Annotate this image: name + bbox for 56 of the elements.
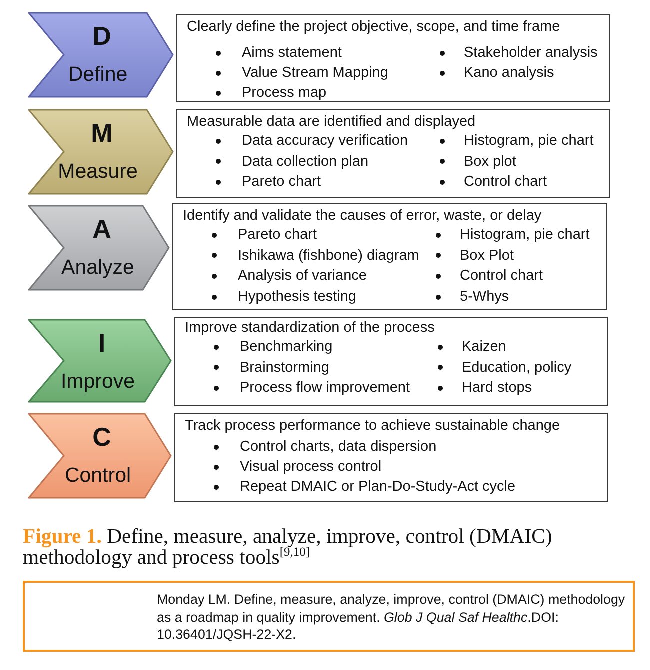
list-item: Kano analysis [464,64,554,83]
list-item: Histogram, pie chart [464,132,594,151]
box-heading: Improve standardization of the process [185,319,435,337]
step-box [174,413,608,502]
list-item: Box plot [464,152,516,172]
step-box [172,203,607,310]
list-item: Process map [242,84,327,103]
phase-chevron [28,109,174,195]
phase-letter: D [92,22,112,51]
phase-letter: I [98,329,106,358]
phase-name: Improve [60,371,136,394]
list-item: Value Stream Mapping [242,64,388,83]
box-heading: Track process performance to achieve sustainable change [185,417,560,435]
list-item: Data collection plan [242,152,369,172]
figure-caption: Figure 1. Define, measure, analyze, improve, control (DMAIC) methodology and process tools$^{[9,10]}$ [23,527,554,569]
list-item: Repeat DMAIC or Plan-Do-Study-Act cycle [240,478,516,497]
box-heading: Clearly define the project objective, scope, and time frame [187,18,560,36]
list-item: 5-Whys [460,288,510,308]
phase-letter: C [92,423,112,452]
phase-letter: M [91,119,113,148]
list-item: Histogram, pie chart [460,226,590,245]
list-item: Control chart [464,173,548,192]
list-item: Hypothesis testing [238,288,356,308]
list-item: Control chart [460,267,544,286]
list-item: Data accuracy verification [242,132,408,151]
list-item: Pareto chart [242,173,321,192]
box-heading: Measurable data are identified and displayed [187,113,476,131]
step-box [174,317,608,406]
phase-name: Analyze [62,257,134,280]
phase-chevron [28,12,174,98]
list-item: Visual process control [240,458,382,477]
list-item: Hard stops [462,379,532,398]
list-item: Aims statement [242,44,342,63]
list-item: Brainstorming [240,358,330,378]
list-item: Analysis of variance [238,267,367,286]
list-item: Kaizen [462,338,506,357]
list-item: Process flow improvement [240,379,410,398]
list-item: Ishikawa (fishbone) diagram [238,246,420,266]
phase-letter: A [92,215,112,244]
list-item: Benchmarking [240,338,333,357]
list-item: Control charts, data dispersion [240,438,437,457]
phase-name: Define [68,64,128,87]
phase-chevron [28,413,172,499]
list-item: Stakeholder analysis [464,44,598,63]
citation-text: Monday LM. Define, measure, analyze, improve, control (DMAIC) methodology as a roadmap in quality improvement. Glob J Qual Saf Healthc.DOI: 10.36401/JQSH-22-X2. [157,591,626,644]
phase-chevron [28,319,172,403]
list-item: Box Plot [460,246,514,266]
phase-name: Control [64,465,132,488]
phase-name: Measure [58,161,138,184]
box-heading: Identify and validate the causes of error, waste, or delay [183,207,542,225]
step-box [176,109,610,198]
list-item: Education, policy [462,358,572,378]
phase-chevron [28,205,170,291]
list-item: Pareto chart [238,226,317,245]
citation-box [23,581,635,652]
step-box [176,14,610,102]
